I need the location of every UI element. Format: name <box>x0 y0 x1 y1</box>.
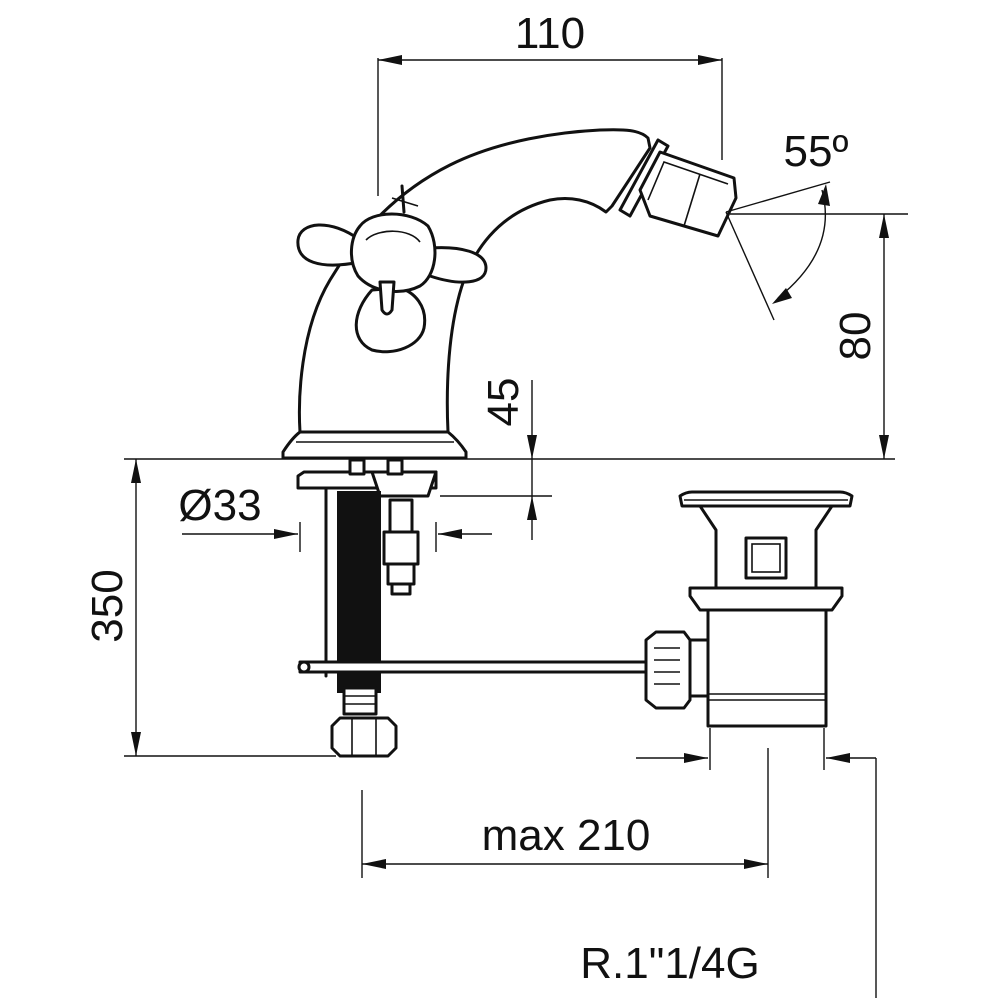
valve-stem <box>388 498 414 536</box>
dimension-base-height: 45 <box>440 378 552 540</box>
waste-window-inner <box>751 543 781 573</box>
flexible-hose <box>337 491 381 693</box>
spout-height-label: 80 <box>831 312 880 361</box>
waste-thread-label: R.1"1/4G <box>580 939 759 988</box>
spout <box>297 128 652 434</box>
popup-rod-end <box>297 660 311 674</box>
arrow-right <box>438 529 462 539</box>
arrow-top <box>527 435 537 459</box>
valve-outlet <box>386 562 416 586</box>
base-height-label: 45 <box>479 378 528 427</box>
dimension-max-distance: max 210 <box>361 748 769 878</box>
arrow-top <box>879 214 889 238</box>
arrow-left <box>274 529 298 539</box>
faucet-body <box>281 128 738 460</box>
arrow-bottom <box>131 732 141 756</box>
fixing-nut <box>370 470 438 498</box>
arrow-right <box>698 55 722 65</box>
stud-left <box>348 458 366 476</box>
angle-line-lower <box>725 211 775 321</box>
handle-hub <box>350 212 437 293</box>
waste-side-connector <box>644 630 692 710</box>
arrow-right <box>744 859 768 869</box>
handle-right-lever <box>428 246 488 284</box>
popup-waste <box>644 490 854 728</box>
base-flange <box>281 430 468 460</box>
arrow-left <box>378 55 402 65</box>
hole-diameter-label: Ø33 <box>178 481 261 530</box>
nozzle-head-divider <box>683 173 701 227</box>
max-distance-label: max 210 <box>482 811 651 860</box>
under-counter-fixings <box>296 458 648 758</box>
spray-angle-label: 55º <box>783 127 848 176</box>
dimension-spout-height: 80 <box>730 213 908 459</box>
handle-bottom-lever <box>354 286 427 354</box>
nozzle-head-inner <box>647 161 729 201</box>
waste-connector-threads <box>654 647 680 685</box>
stud-right <box>386 458 404 476</box>
popup-rod <box>298 660 648 674</box>
waste-collar <box>688 586 844 612</box>
nozzle-head <box>638 150 738 238</box>
valve-body <box>382 530 420 566</box>
hose-ferrule-ribs <box>344 695 376 705</box>
dimension-waste-thread: R.1"1/4G <box>580 728 877 998</box>
hose-ferrule <box>342 686 378 716</box>
angle-arrow-top <box>818 184 830 206</box>
handle-top-bar <box>391 197 419 207</box>
waste-connector-neck <box>688 638 710 698</box>
arrow-top <box>131 459 141 483</box>
handle-hub-top <box>365 230 421 243</box>
hose-connector-nut <box>330 716 398 758</box>
dimension-spray-angle: 55º <box>725 127 849 321</box>
arrow-right <box>826 753 850 763</box>
dimension-hole-diameter: Ø33 <box>178 481 492 552</box>
arrow-bottom <box>879 435 889 459</box>
arrow-left <box>362 859 386 869</box>
handle-indicator <box>378 280 396 316</box>
handle-top-pin <box>400 184 406 214</box>
dimension-spout-reach: 110 <box>377 9 723 196</box>
waste-flange <box>678 490 854 508</box>
max-thickness-label: 350 <box>83 569 132 642</box>
angle-arc <box>777 189 826 299</box>
arrow-bottom <box>527 496 537 520</box>
dimension-max-thickness: 350 <box>83 459 336 757</box>
waste-lower-body <box>706 608 828 728</box>
angle-line-upper <box>725 181 831 213</box>
angle-arrow-bottom <box>772 288 792 304</box>
spout-reach-label: 110 <box>515 9 585 58</box>
valve-tip <box>390 582 412 596</box>
handle-left-lever <box>296 223 362 267</box>
hose-connector-facets <box>351 718 377 756</box>
arrow-left <box>684 753 708 763</box>
